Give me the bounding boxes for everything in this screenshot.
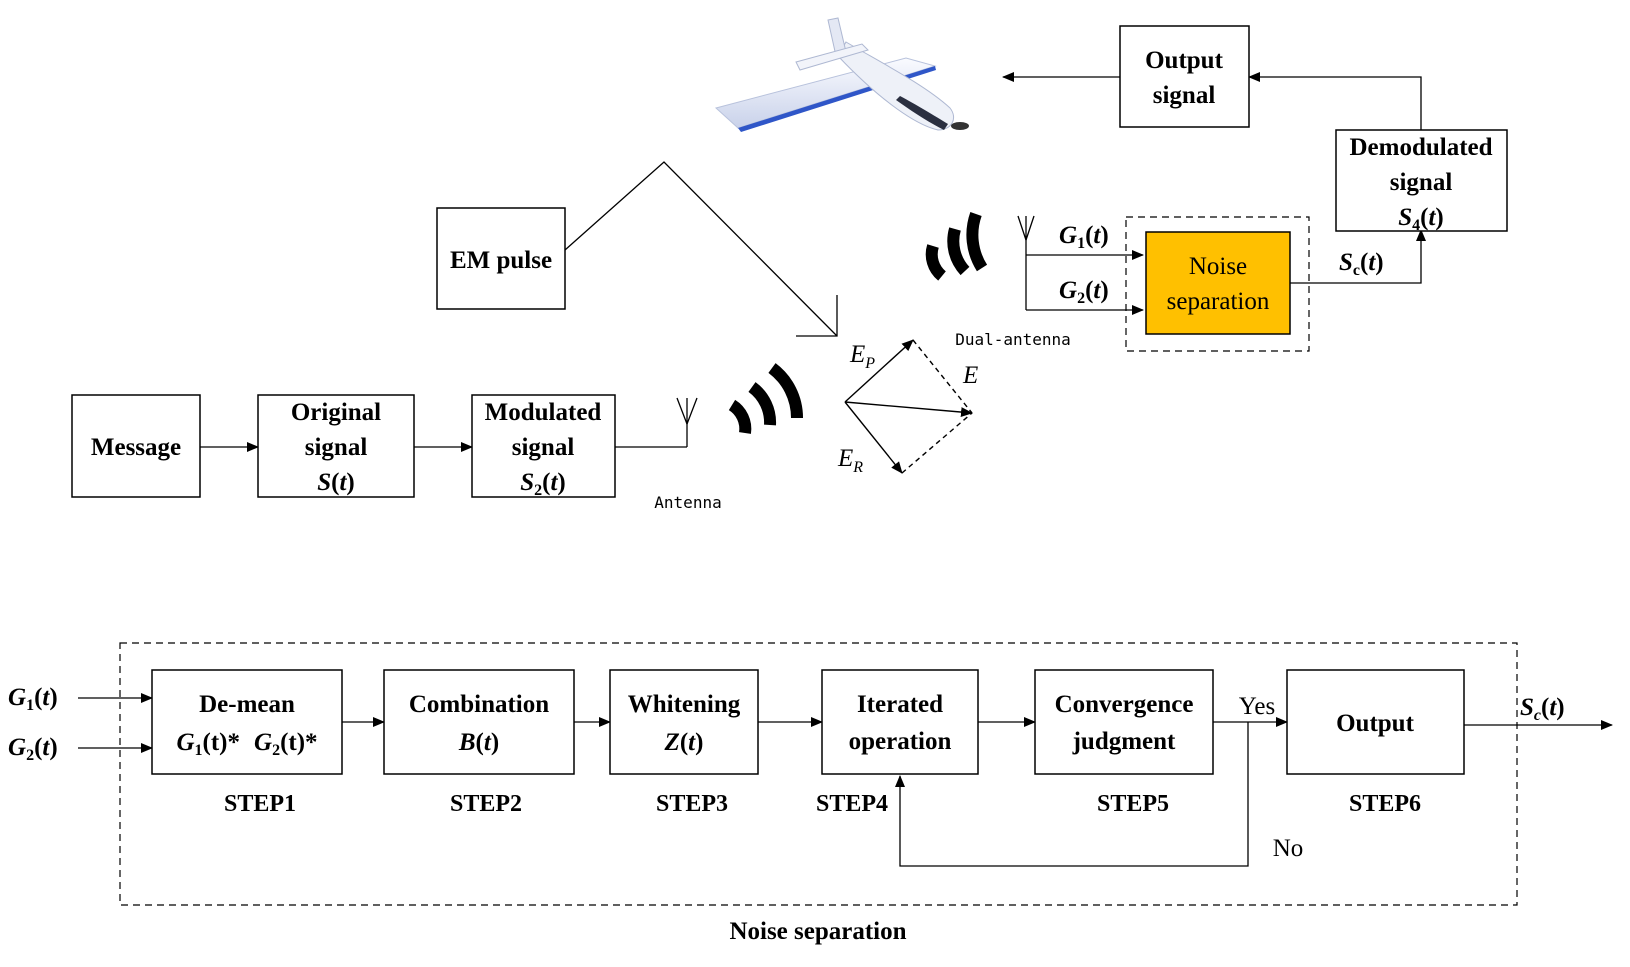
yes-label: Yes (1239, 693, 1275, 720)
output-signal-label-1: Output (1145, 47, 1223, 74)
demodulated-signal-block: Demodulated signal S4(t) (1335, 129, 1508, 234)
dual-antenna-icon (1017, 215, 1035, 310)
output-signal-block: Output signal (1119, 25, 1250, 128)
signal-wave-icon (728, 363, 804, 434)
iterated-label-1: Iterated (857, 691, 943, 718)
modulated-signal-label-1: Modulated (485, 399, 602, 426)
whitening-var: Z(t) (664, 729, 704, 756)
em-pulse-path (564, 161, 838, 337)
arrow-no-loop (895, 722, 1249, 867)
em-pulse-block: EM pulse (436, 207, 566, 310)
combination-block: Combination B(t) (383, 669, 575, 775)
whitening-label: Whitening (628, 691, 741, 718)
convergence-label-2: judgment (1072, 728, 1176, 755)
er-label: ER (837, 445, 863, 476)
g1-input-label: G1(t) (8, 684, 58, 714)
g2-input-label: G2(t) (8, 734, 58, 764)
step3-label: STEP3 (656, 791, 728, 817)
noise-separation-label-1: Noise (1189, 253, 1247, 280)
output-block: Output (1286, 669, 1465, 775)
step6-label: STEP6 (1349, 791, 1421, 817)
message-block: Message (71, 394, 201, 498)
iterated-label-2: operation (849, 728, 952, 755)
ep-vector (844, 339, 914, 403)
dual-antenna-label: Dual-antenna (955, 330, 1071, 349)
sc-output-label: Sc(t) (1520, 694, 1565, 724)
original-signal-label-1: Original (291, 399, 381, 426)
arrow-sc-demodulated (1290, 229, 1426, 284)
output-signal-label-2: signal (1153, 82, 1216, 109)
em-pulse-arrowhead (796, 295, 838, 337)
message-label: Message (91, 434, 181, 461)
g1-top-label: G1(t) (1059, 222, 1109, 252)
ep-label: EP (849, 341, 875, 372)
antenna-label: Antenna (654, 493, 721, 512)
demean-block: De-mean G1(t)*G2(t)* (151, 669, 343, 775)
noise-separation-block: Noise separation (1145, 231, 1291, 335)
step1-label: STEP1 (224, 791, 296, 817)
combination-var: B(t) (458, 729, 499, 756)
g2-top-label: G2(t) (1059, 277, 1109, 307)
original-signal-label-2: signal (305, 434, 368, 461)
er-vector (844, 401, 903, 474)
receive-wave-icon (925, 211, 988, 281)
demean-label: De-mean (199, 691, 295, 718)
convergence-label-1: Convergence (1055, 691, 1194, 718)
antenna-icon (676, 397, 698, 447)
demodulated-label-1: Demodulated (1349, 134, 1492, 161)
no-label: No (1273, 835, 1304, 862)
noise-separation-label-2: separation (1167, 288, 1270, 315)
e-vector (844, 401, 973, 418)
whitening-block: Whitening Z(t) (609, 669, 759, 775)
airplane-image (714, 17, 969, 132)
e-label: E (962, 362, 978, 389)
sc-top-label: Sc(t) (1339, 249, 1384, 279)
iterated-operation-block: Iterated operation (821, 669, 979, 775)
field-vector-diagram (844, 339, 973, 474)
modulated-signal-block: Modulated signal S2(t) (471, 394, 616, 499)
original-signal-block: Original signal S(t) (257, 394, 415, 498)
original-signal-var: S(t) (317, 469, 355, 496)
modulated-signal-var: S2(t) (520, 469, 566, 499)
demodulated-label-2: signal (1390, 169, 1453, 196)
em-pulse-label: EM pulse (450, 247, 552, 274)
combination-label: Combination (409, 691, 549, 718)
demean-vars: G1(t)*G2(t)* (176, 729, 317, 759)
noise-separation-process-frame (119, 642, 1518, 906)
noise-separation-caption: Noise separation (729, 918, 906, 945)
arrow-demodulated-output (1248, 72, 1422, 130)
demodulated-var: S4(t) (1398, 204, 1444, 234)
convergence-judgment-block: Convergence judgment (1034, 669, 1214, 775)
output-label: Output (1336, 710, 1414, 737)
step5-label: STEP5 (1097, 791, 1169, 817)
step2-label: STEP2 (450, 791, 522, 817)
noise-separation-frame (1125, 216, 1310, 352)
modulated-signal-label-2: signal (512, 434, 575, 461)
step4-label: STEP4 (816, 791, 888, 817)
